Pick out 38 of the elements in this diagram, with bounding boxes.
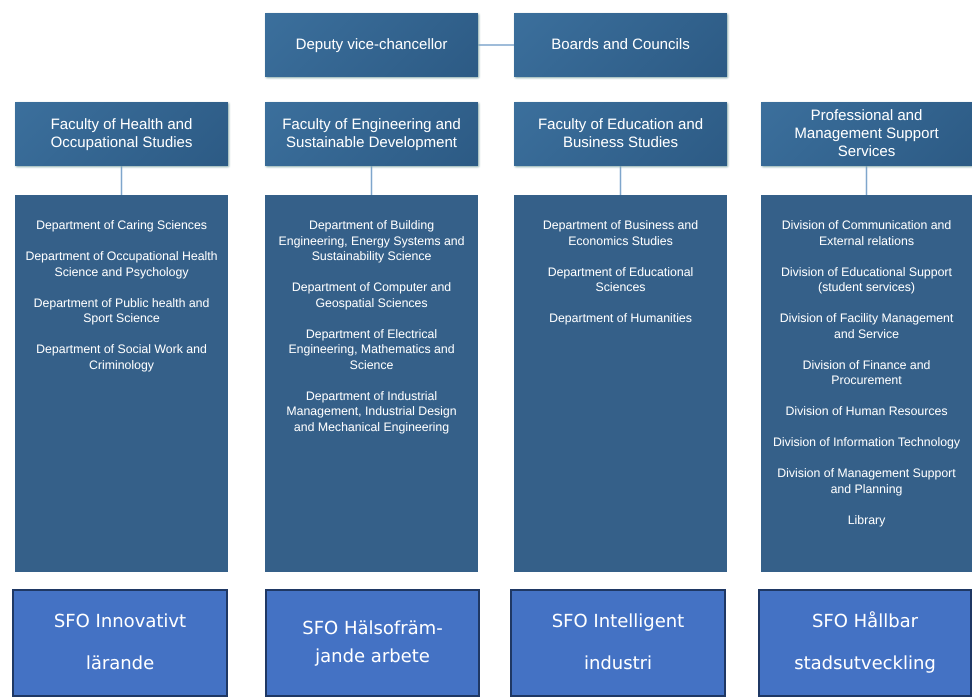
- research-area-box: SFO Hållbar stadsutveckling: [758, 589, 972, 697]
- connector-line: [370, 166, 372, 195]
- org-unit-box: Boards and Councils: [514, 13, 727, 77]
- connector-line: [866, 166, 868, 195]
- department-name: Department of Industrial Management, Industrial Design and Mechanical Engineering: [285, 388, 458, 435]
- department-name: Division of Finance and Procurement: [802, 358, 932, 388]
- connector-line: [620, 166, 622, 195]
- department-name: Department of Humanities: [549, 311, 692, 326]
- department-name: Library: [848, 512, 886, 528]
- department-name: Division of Educational Support (student services): [780, 264, 953, 296]
- department-name: Department of Public health and Sport Science: [32, 296, 210, 326]
- org-unit-box: Faculty of Health and Occupational Studies: [15, 102, 228, 166]
- department-name: Department of Building Engineering, Energy Systems and Sustainability Science: [278, 218, 466, 264]
- department-name: Department of Social Work and Criminology: [35, 342, 208, 373]
- department-name: Department of Caring Sciences: [36, 218, 207, 234]
- department-name: Department of Computer and Geospatial Sciences: [290, 280, 452, 311]
- org-unit-box: Professional and Management Support Services: [761, 102, 972, 166]
- department-list-panel: [514, 195, 727, 572]
- org-unit-box: Deputy vice-chancellor: [265, 13, 478, 77]
- org-unit-box: Faculty of Education and Business Studies: [514, 102, 727, 166]
- department-name: Department of Electrical Engineering, Mathematics and Science: [287, 326, 456, 373]
- research-area-box: SFO Innovativt lärande: [12, 589, 228, 697]
- department-name: Division of Management Support and Planning: [776, 466, 957, 497]
- department-name: Department of Business and Economics Studies: [542, 218, 700, 249]
- connector-line: [120, 166, 122, 195]
- department-name: Department of Occupational Health Science and Psychology: [25, 249, 218, 280]
- department-list-panel: [761, 195, 972, 572]
- department-name: Division of Communication and External relations: [780, 218, 952, 249]
- org-unit-box: Faculty of Engineering and Sustainable Development: [265, 102, 478, 166]
- department-name: Division of Information Technology: [772, 435, 960, 450]
- connector-line: [478, 44, 514, 46]
- department-name: Department of Educational Sciences: [546, 264, 694, 296]
- research-area-box: SFO Intelligent industri: [510, 589, 726, 697]
- research-area-box: SFO Hälsofräm- jande arbete: [265, 589, 480, 697]
- department-list-panel: [265, 195, 478, 572]
- department-name: Division of Facility Management and Service: [778, 311, 954, 342]
- department-list-panel: [15, 195, 228, 572]
- department-name: Division of Human Resources: [786, 404, 948, 420]
